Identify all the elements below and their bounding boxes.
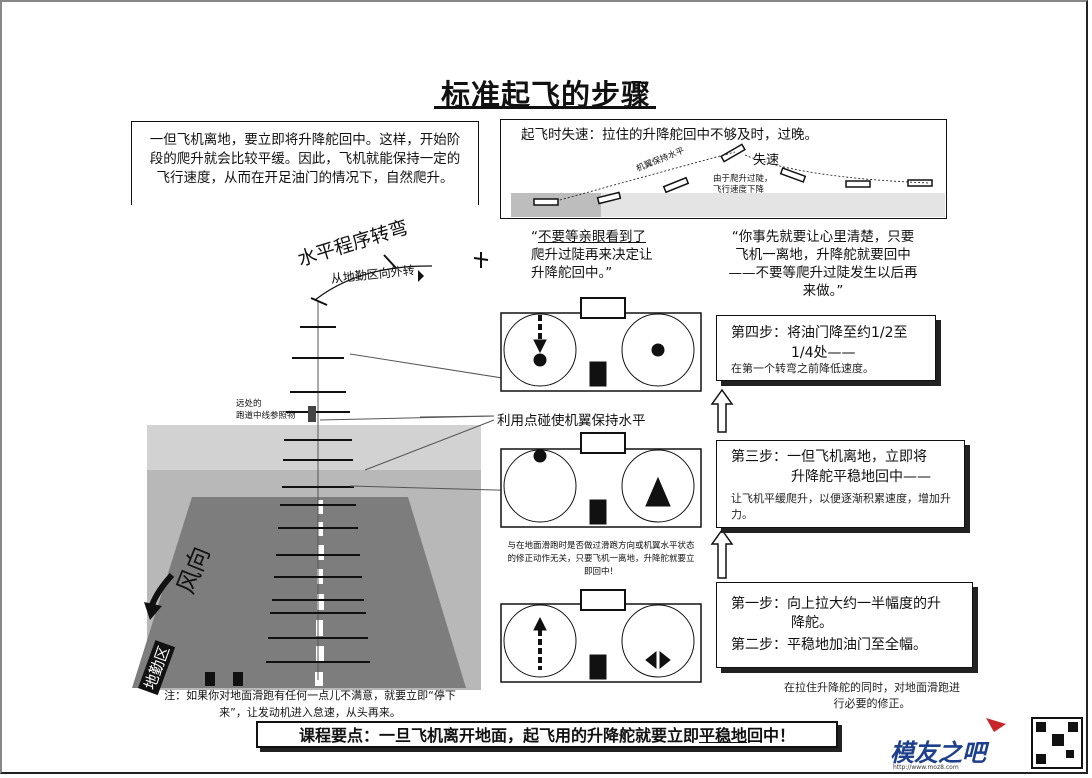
step-two-line: 第二步：平稳地加油门至全幅。	[731, 637, 927, 653]
summary-text-pre: 课程要点：一旦飞机离开地面，起飞用的升降舵就要立即	[298, 726, 699, 745]
intro-box: 一但飞机离地，要立即将升降舵回中。这样，开始阶段的爬升就会比较平缓。因此，飞机就…	[131, 121, 479, 205]
turn-arc	[314, 265, 433, 301]
climb-planes	[266, 300, 370, 680]
ground-crew-1	[205, 672, 215, 686]
step-four-head-2: 1/4处——	[791, 345, 856, 361]
logo-brand: 模友之吧	[890, 739, 986, 767]
summary-text-underlined: 平稳地	[698, 726, 747, 745]
runway	[132, 497, 466, 688]
title-underline	[434, 106, 656, 109]
quote-two: “你事先就要让心里清楚，只要飞机一离地，升降舵就要回中——不要等爬升过陡发生以后…	[728, 228, 918, 300]
stall-path-down	[744, 154, 931, 184]
summary-text-post: 回中！	[747, 726, 796, 745]
step-one-line-1: 第一步：向上拉大约一半幅度的升	[731, 596, 941, 612]
step-three-head-2: 升降舵平稳地回中——	[791, 469, 931, 485]
wind-arrow-head	[144, 602, 162, 620]
transmitter-bottom	[500, 589, 702, 683]
step-four-head-1: 第四步：将油门降至约1/2至	[731, 325, 908, 341]
logo-mark	[986, 717, 1083, 769]
reference-label-1: 远处的	[236, 399, 262, 409]
turn-arrow	[418, 270, 424, 282]
intro-text: 一但飞机离地，要立即将升降舵回中。这样，开始阶段的爬升就会比较平缓。因此，飞机就…	[149, 132, 461, 186]
taxi-note: 与在地面滑跑时是否做过滑跑方向或机翼水平状态的修正动作无关，只要飞机一离地，升降…	[507, 541, 695, 577]
wind-arrow-shaft	[149, 572, 175, 607]
reason-label-2: 飞行速度下降	[713, 185, 765, 195]
turn-planes	[310, 252, 489, 306]
step-one-two-box: 第一步：向上拉大约一半幅度的升 降舵。 第二步：平稳地加油门至全幅。	[716, 582, 973, 668]
step-one-two-note: 在拉住升降舵的同时，对地面滑跑进行必要的修正。	[784, 681, 960, 710]
step-three-note: 让飞机平缓爬升，以便逐渐积累速度，增加升力。	[731, 492, 951, 521]
quote-one-line3: 升降舵回中。”	[531, 265, 613, 281]
stall-text: 起飞时失速：拉住的升降舵回中不够及时，过晚。	[521, 127, 818, 143]
step-arrows	[710, 388, 734, 579]
step-three-head-1: 第三步：一但飞机离地，立即将	[731, 449, 927, 465]
logo-url: http://www.moz8.com	[893, 764, 959, 771]
summary-banner: 课程要点：一旦飞机离开地面，起飞用的升降舵就要立即平稳地回中！	[256, 721, 838, 748]
step-four-box: 第四步：将油门降至约1/2至 1/4处—— 在第一个转弯之前降低速度。	[716, 315, 936, 381]
step-four-note: 在第一个转弯之前降低速度。	[731, 362, 874, 375]
quote-one-line2: 爬升过陡再来决定让	[531, 247, 653, 263]
transmitter-top	[500, 297, 702, 392]
footnote: 注：如果你对地面滑跑有任何一点儿不满意，就要立即“停下来”，让发动机进入怠速，从…	[164, 689, 456, 719]
quote-two-text: “你事先就要让心里清楚，只要飞机一离地，升降舵就要回中——不要等爬升过陡发生以后…	[728, 229, 918, 299]
ground-crew-2	[233, 672, 243, 686]
reason-label-1: 由于爬升过陡，	[713, 174, 773, 184]
stall-path-up	[559, 151, 736, 201]
stall-planes	[533, 143, 933, 206]
transmitter-middle	[500, 432, 702, 528]
quote-one: “不要等亲眼看到了 爬升过陡再来决定让 升降舵回中。”	[531, 228, 701, 282]
reference-label-2: 跑道中线参照物	[236, 411, 296, 421]
step-three-box: 第三步：一但飞机离地，立即将 升降舵平稳地回中—— 让飞机平缓爬升，以便逐渐积累…	[716, 440, 965, 528]
quote-one-open: “	[531, 229, 538, 245]
quote-one-underlined: 不要等亲眼看到了	[538, 229, 646, 245]
reference-post	[308, 406, 316, 422]
step-one-line-2: 降舵。	[791, 615, 833, 631]
aileron-label: 利用点碰使机翼保持水平	[497, 409, 646, 429]
